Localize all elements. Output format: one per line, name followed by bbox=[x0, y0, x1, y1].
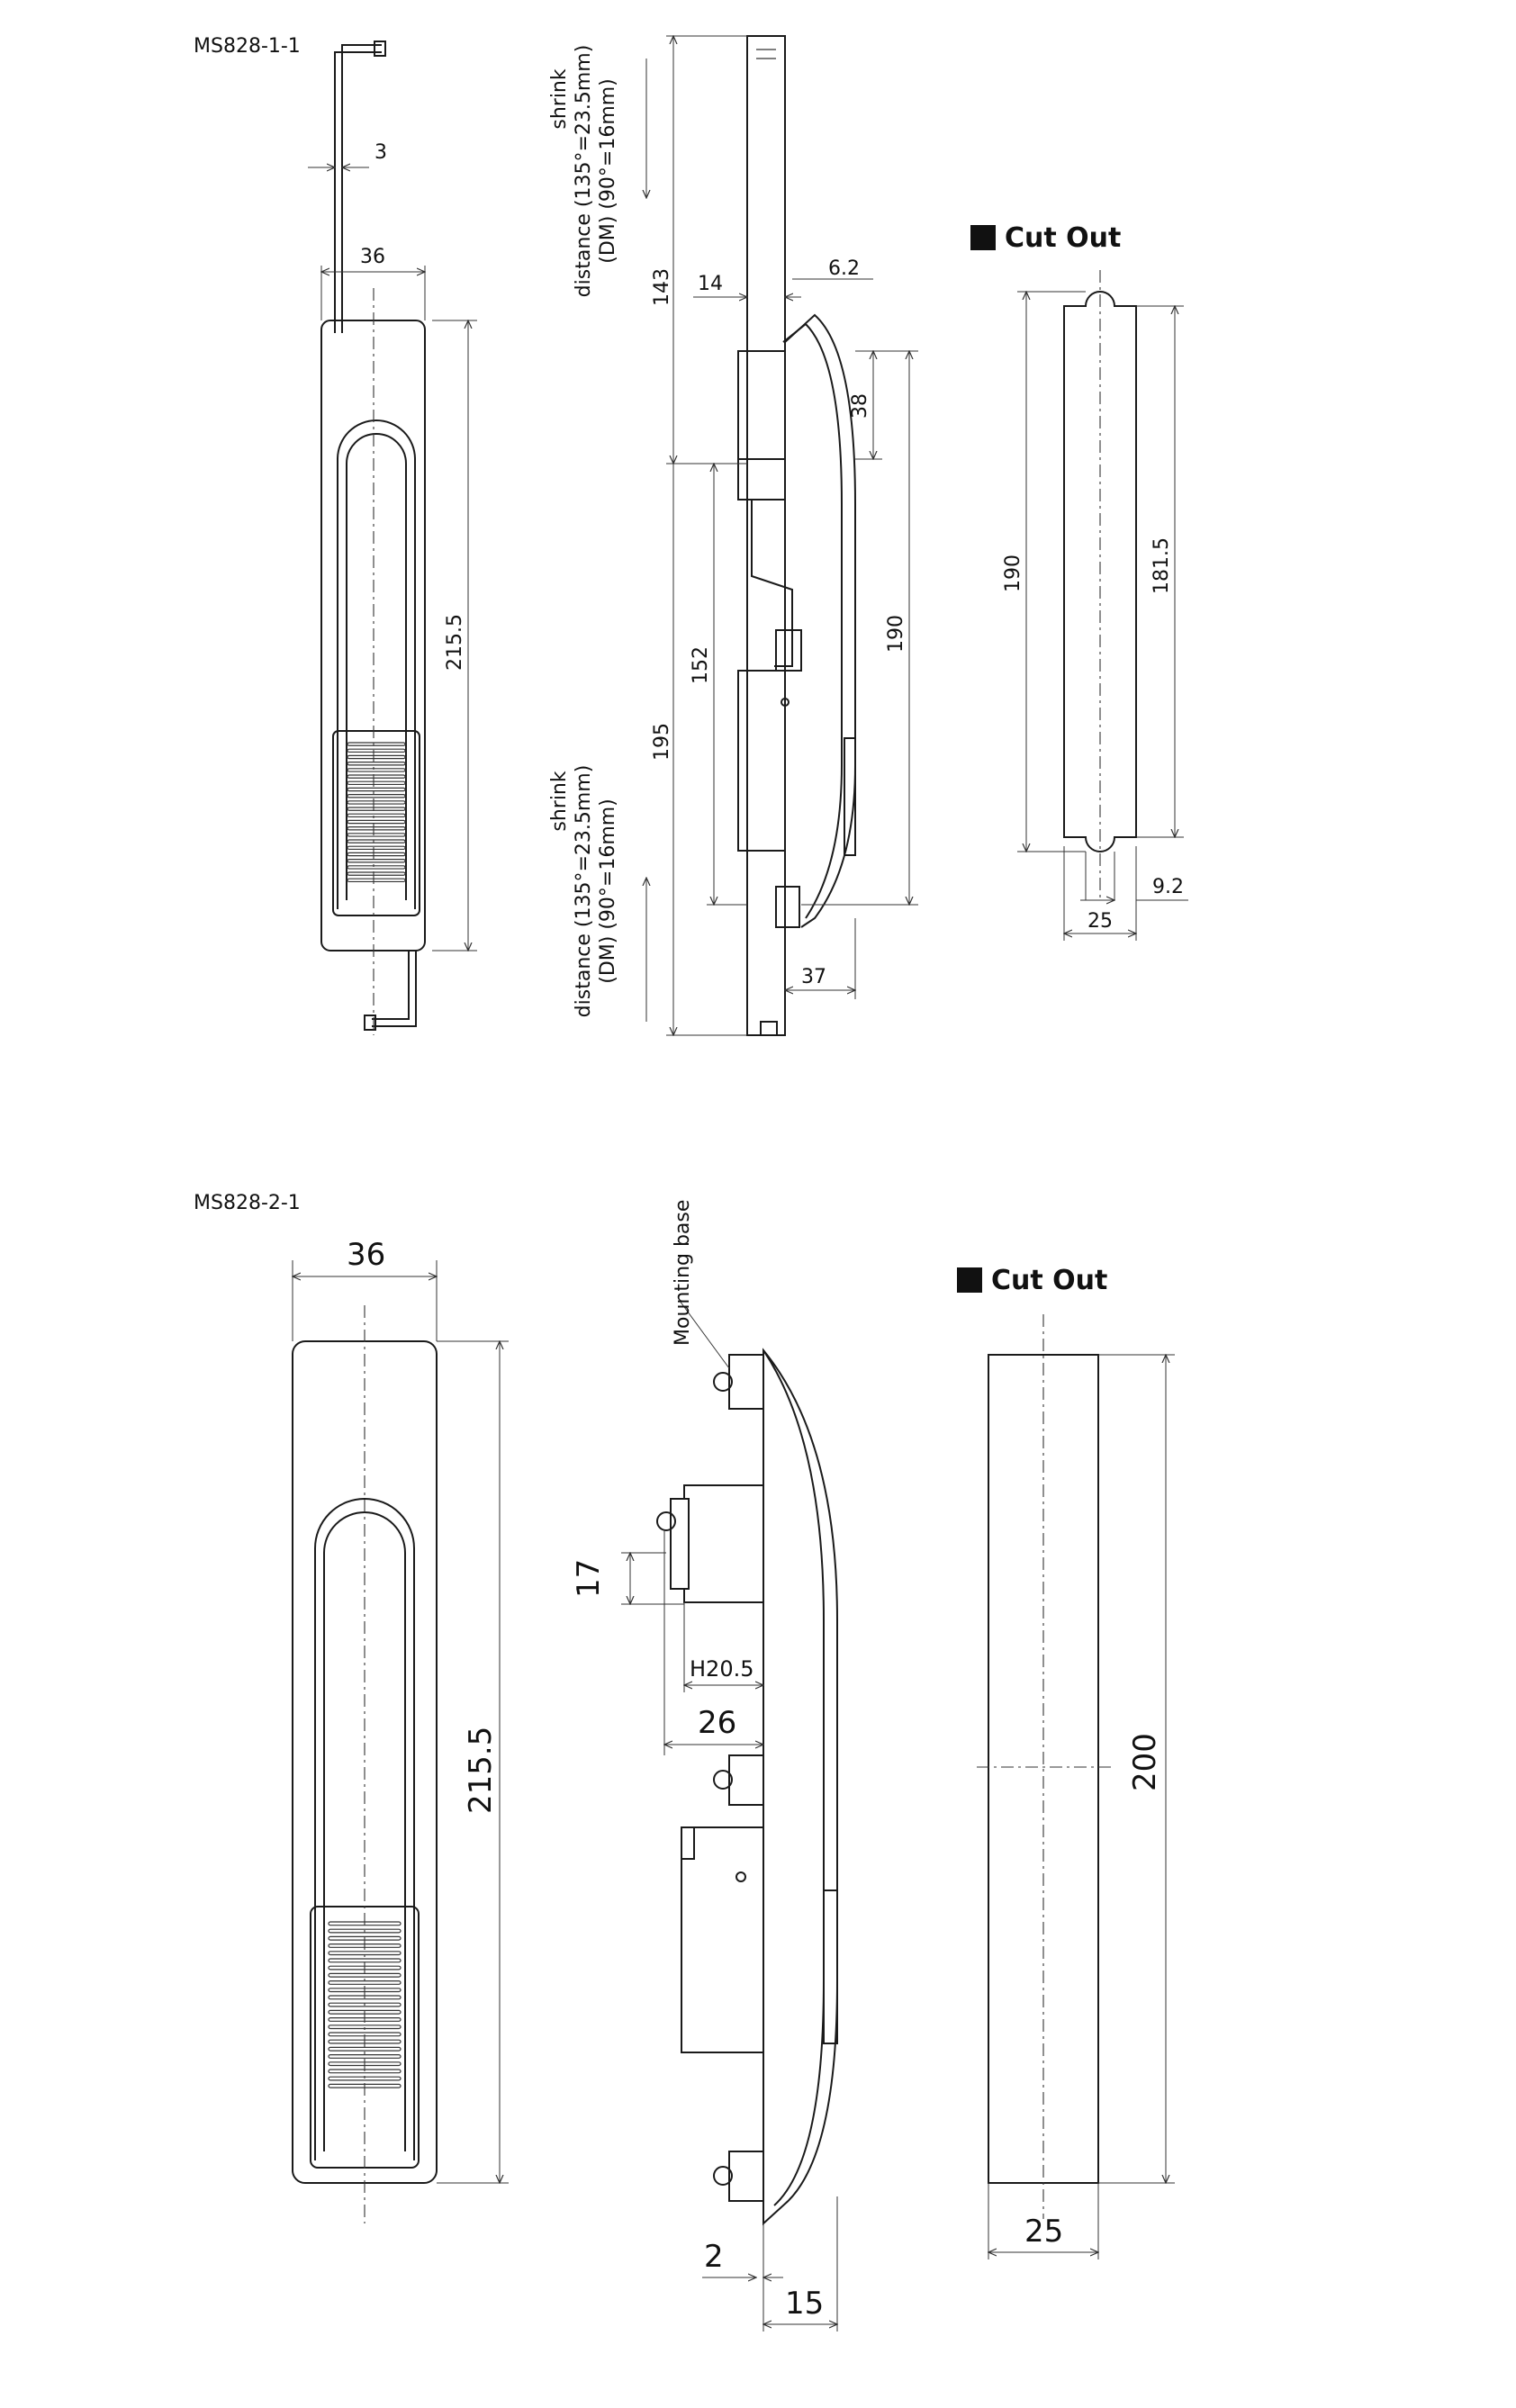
cut-dim-190: 190 bbox=[1002, 555, 1024, 592]
shrink-top-line2: distance (135°=23.5mm) bbox=[573, 45, 595, 298]
dim-215-5: 215.5 bbox=[444, 614, 466, 671]
cutout-1: Cut Out 190 181.5 9.2 25 bbox=[970, 222, 1188, 941]
cut-dim-9-2: 9.2 bbox=[1152, 876, 1184, 898]
grip-rib bbox=[328, 2046, 402, 2052]
dim-2: 2 bbox=[704, 2239, 724, 2275]
shrink-bottom-line1: shrink bbox=[548, 771, 571, 832]
dim-6-2: 6.2 bbox=[828, 257, 860, 280]
front-dims-1: 3 36 215.5 bbox=[308, 141, 477, 951]
side-view-2 bbox=[656, 1300, 838, 2226]
shrink-bottom-line3: (DM) (90°=16mm) bbox=[597, 798, 619, 984]
grip-rib bbox=[347, 845, 406, 851]
cut-dim-25: 25 bbox=[1087, 910, 1113, 933]
front-view-1 bbox=[320, 41, 426, 1035]
model-label-1: MS828-1-1 bbox=[194, 35, 301, 58]
grip-rib bbox=[347, 858, 406, 863]
grip-rib bbox=[347, 825, 406, 831]
shrink-bottom-line2: distance (135°=23.5mm) bbox=[573, 765, 595, 1018]
shrink-top-line3: (DM) (90°=16mm) bbox=[597, 78, 619, 264]
dim-143: 143 bbox=[651, 268, 673, 306]
side-dims-1: shrink distance (135°=23.5mm) (DM) (90°=… bbox=[548, 36, 918, 1035]
grip-rib bbox=[347, 768, 406, 772]
dim-36: 36 bbox=[360, 246, 385, 268]
dim-h20-5: H20.5 bbox=[690, 1656, 753, 1682]
grip-rib bbox=[347, 800, 406, 805]
front-view-2 bbox=[292, 1305, 438, 2223]
grip-rib bbox=[347, 780, 406, 786]
dim-14: 14 bbox=[698, 273, 723, 295]
cutout-2: Cut Out 200 25 bbox=[957, 1265, 1175, 2259]
dim-15: 15 bbox=[785, 2286, 824, 2322]
cutout-heading-1: Cut Out bbox=[1005, 222, 1121, 254]
grip-rib bbox=[347, 754, 406, 760]
dim-37: 37 bbox=[801, 966, 826, 988]
model-label-2: MS828-2-1 bbox=[194, 1192, 301, 1214]
dim-3: 3 bbox=[374, 141, 387, 164]
grip-rib bbox=[347, 871, 406, 876]
dim-17: 17 bbox=[571, 1559, 607, 1598]
dim-38: 38 bbox=[849, 393, 871, 419]
cutout-heading-square-2 bbox=[957, 1267, 982, 1293]
grip-rib bbox=[347, 852, 406, 857]
grip-rib bbox=[347, 774, 406, 779]
dim-215-5-2: 215.5 bbox=[463, 1727, 499, 1814]
grip-ribs-1 bbox=[347, 742, 406, 883]
grip-rib bbox=[347, 748, 406, 753]
grip-rib bbox=[347, 813, 406, 818]
cut-dim-25-2: 25 bbox=[1024, 2214, 1063, 2250]
grip-rib bbox=[347, 839, 406, 843]
side-dims-2: Mounting base 17 H20.5 26 2 15 bbox=[571, 1200, 837, 2331]
grip-rib bbox=[347, 787, 406, 792]
shrink-top-line1: shrink bbox=[548, 68, 571, 130]
side-view-1 bbox=[737, 35, 856, 1036]
cut-dim-200: 200 bbox=[1127, 1733, 1163, 1791]
dim-152: 152 bbox=[690, 646, 712, 684]
grip-rib bbox=[347, 819, 406, 825]
grip-rib bbox=[347, 793, 406, 798]
grip-rib bbox=[347, 807, 406, 811]
cut-dim-181-5: 181.5 bbox=[1151, 537, 1173, 594]
front-dims-2: 36 215.5 bbox=[293, 1237, 509, 2183]
mounting-base-label: Mounting base bbox=[672, 1200, 694, 1346]
cutout-heading-square-1 bbox=[970, 225, 996, 250]
cutout-heading-2: Cut Out bbox=[991, 1265, 1107, 1296]
dim-36-2: 36 bbox=[347, 1237, 385, 1273]
dim-190-side: 190 bbox=[885, 615, 907, 653]
grip-rib bbox=[347, 761, 406, 766]
grip-rib bbox=[347, 878, 406, 883]
grip-rib bbox=[347, 833, 406, 837]
grip-rib bbox=[328, 1951, 402, 1956]
grip-rib bbox=[347, 865, 406, 870]
grip-rib bbox=[347, 742, 406, 746]
grip-rib bbox=[328, 2054, 402, 2059]
dim-26: 26 bbox=[698, 1705, 736, 1741]
dim-195: 195 bbox=[651, 723, 673, 761]
grip-rib bbox=[328, 1980, 402, 1985]
